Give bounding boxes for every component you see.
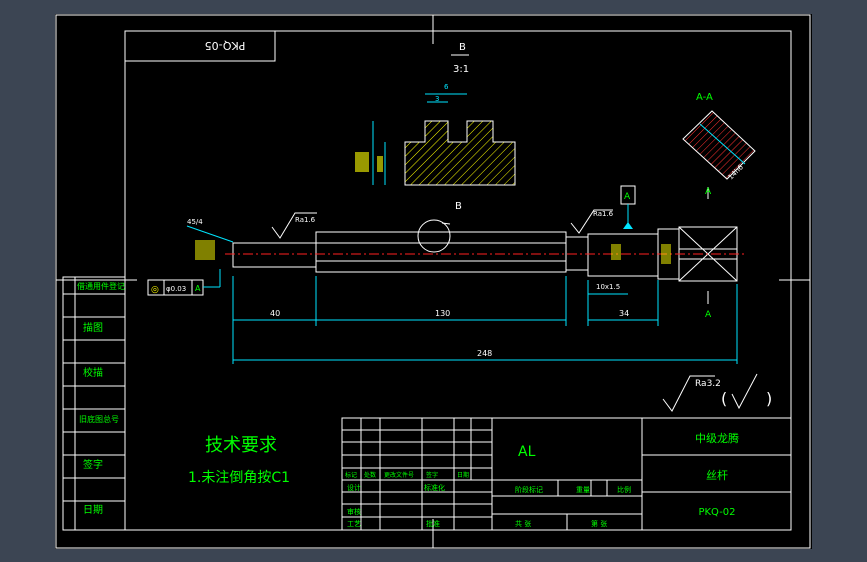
tb-design: 设计 xyxy=(347,483,361,492)
tb-ratio: 比例 xyxy=(617,485,631,494)
tolerance-value: φ0.03 xyxy=(166,285,186,293)
general-roughness: Ra3.2 xyxy=(695,379,721,389)
tb-craft: 工艺 xyxy=(347,520,361,528)
tb-material: AL xyxy=(518,444,536,460)
tolerance-datum: A xyxy=(195,284,201,293)
tb-approve: 批准 xyxy=(426,519,440,528)
chamfer-note: 45/4 xyxy=(187,218,203,226)
tech-req-title: 技术要求 xyxy=(205,435,277,456)
tb-sheet-total: 共 张 xyxy=(515,519,531,528)
tb-change-doc: 更改文件号 xyxy=(384,471,414,479)
tech-req-item-1: 1.未注倒角按C1 xyxy=(188,470,290,486)
tb-part-name: 丝杆 xyxy=(706,468,728,482)
general-roughness-check xyxy=(731,373,758,410)
tb-stage: 阶段标记 xyxy=(515,485,543,494)
section-mark-top: A xyxy=(705,187,712,197)
section-aa-dim-line xyxy=(699,123,746,165)
tb-weight: 重量 xyxy=(576,486,590,494)
detail-b-tol-text-2 xyxy=(377,156,383,172)
general-roughness-paren-close: ) xyxy=(766,389,772,408)
drawing-canvas: PKQ-05 B 3:1 3 6 A-A 14h6 A A xyxy=(55,14,812,549)
detail-b-scale: 3:1 xyxy=(453,64,469,75)
callout-leader xyxy=(441,222,451,225)
left-strip-label-3: 校描 xyxy=(83,366,103,379)
tb-company: 中级龙腾 xyxy=(695,431,739,445)
section-mark-bottom: A xyxy=(705,310,712,320)
stamp-box xyxy=(124,30,276,62)
tb-mark: 标记 xyxy=(345,471,357,479)
dim-40: 40 xyxy=(270,309,280,318)
left-strip-rows xyxy=(63,277,125,530)
thread-note: 10x1.5 xyxy=(596,283,620,291)
general-roughness-symbol xyxy=(662,375,715,412)
cad-drawing: PKQ-05 B 3:1 3 6 A-A 14h6 A A xyxy=(55,14,811,549)
left-strip-label-5: 签字 xyxy=(83,458,103,471)
chamfer-leader xyxy=(186,225,234,243)
roughness-right-symbol xyxy=(570,209,613,234)
datum-a-label: A xyxy=(624,192,631,202)
left-strip-label-1: 借通用件登记 xyxy=(77,281,125,291)
left-strip-label-4: 旧底图总号 xyxy=(79,414,119,424)
datum-triangle xyxy=(623,222,633,229)
detail-b-callout-circle xyxy=(417,219,451,253)
tb-sheet-no: 第 张 xyxy=(591,519,607,528)
tb-standard: 标准化 xyxy=(424,483,445,492)
detail-b-label: B xyxy=(459,42,466,53)
tb-date: 日期 xyxy=(457,471,469,479)
left-dia-text xyxy=(195,240,215,260)
right-dia-text xyxy=(611,244,621,260)
section-aa-square xyxy=(682,110,756,180)
general-roughness-paren-open: ( xyxy=(721,389,727,408)
dim-34: 34 xyxy=(619,309,629,318)
title-block-grid xyxy=(341,417,792,531)
stamp-code: PKQ-05 xyxy=(205,39,246,52)
dim-130: 130 xyxy=(435,309,450,318)
detail-b-tol-text-1 xyxy=(355,152,369,172)
left-strip-label-2: 描图 xyxy=(83,321,103,334)
detail-b-section xyxy=(404,120,516,186)
detail-b-callout-label: B xyxy=(455,201,462,212)
tb-count: 处数 xyxy=(364,471,376,479)
tb-check: 审核 xyxy=(347,507,361,516)
section-aa-label: A-A xyxy=(696,92,713,103)
roughness-right: Ra1.6 xyxy=(593,210,614,218)
dim-total: 248 xyxy=(477,349,492,358)
left-strip xyxy=(62,276,126,531)
roughness-left: Ra1.6 xyxy=(295,216,316,224)
detail-b-dim-6-text: 6 xyxy=(444,83,449,91)
left-strip-label-6: 日期 xyxy=(83,504,103,516)
tb-drawing-no: PKQ-02 xyxy=(698,507,735,518)
roughness-left-symbol xyxy=(271,212,317,239)
flat-dia-text xyxy=(661,244,671,264)
detail-b-dim-3-text: 3 xyxy=(435,95,439,103)
tb-sign: 签字 xyxy=(426,471,438,479)
tolerance-symbol: ◎ xyxy=(151,285,159,295)
